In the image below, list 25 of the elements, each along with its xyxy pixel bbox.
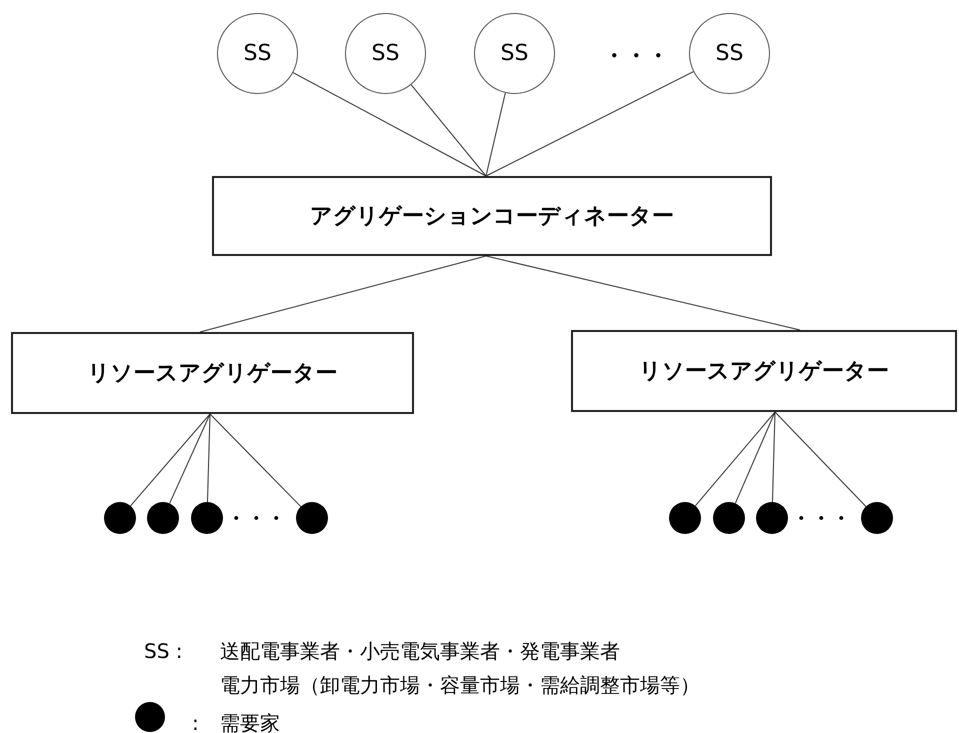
- legend-text: 電力市場（卸電力市場・容量市場・需給調整市場等）: [220, 672, 700, 699]
- ellipsis: ・・・: [791, 505, 851, 532]
- connector-line: [486, 256, 800, 330]
- process-box: アグリゲーションコーディネーター: [212, 176, 772, 256]
- process-box: リソースアグリゲーター: [11, 332, 414, 414]
- process-box: リソースアグリゲーター: [571, 330, 957, 412]
- connector-line: [206, 414, 210, 502]
- ellipsis: ・・・: [226, 505, 286, 532]
- separator: :: [192, 710, 199, 733]
- connector-line: [210, 414, 302, 508]
- legend-text: 需要家: [220, 710, 280, 733]
- connector-line: [486, 92, 506, 176]
- connector-line: [694, 412, 776, 506]
- connector-line: [734, 412, 776, 504]
- connector-line: [410, 84, 486, 176]
- connector-line: [200, 256, 486, 332]
- legend-key: SS :: [144, 636, 182, 666]
- connector-line: [774, 412, 866, 507]
- connector-line: [486, 71, 694, 176]
- connector-line: [292, 72, 486, 176]
- connector-line: [169, 414, 210, 504]
- connector-line: [772, 412, 776, 502]
- legend-text: 送配電事業者・小売電気事業者・発電事業者: [220, 638, 620, 665]
- connector-line: [130, 414, 210, 506]
- ellipsis: ・・・: [603, 43, 669, 71]
